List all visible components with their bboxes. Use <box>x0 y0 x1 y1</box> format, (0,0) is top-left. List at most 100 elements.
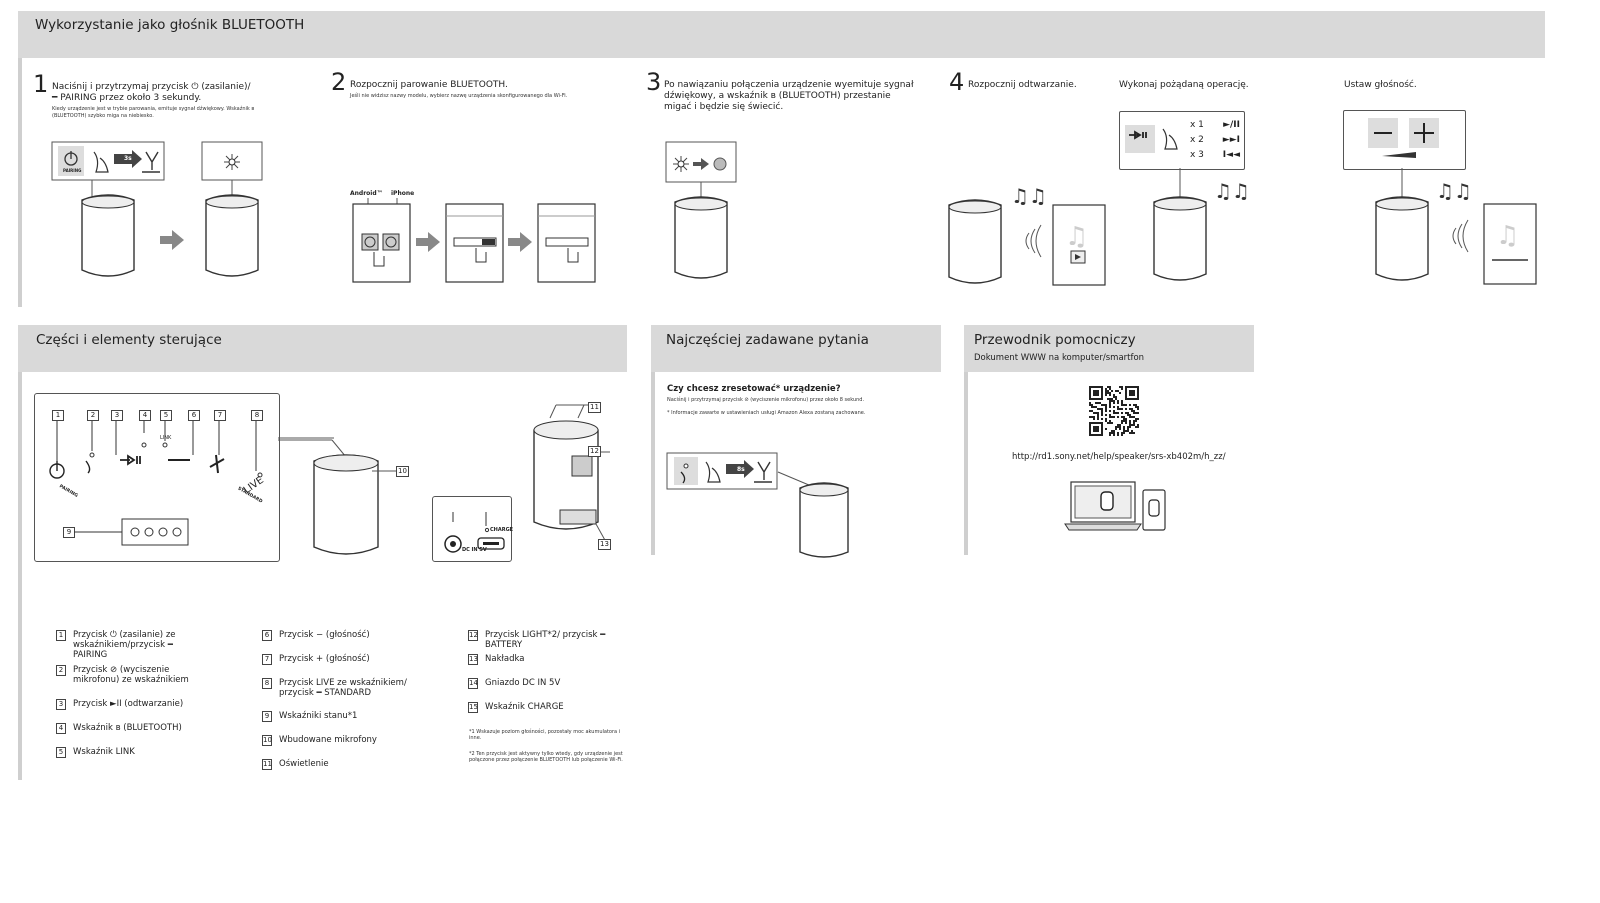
help-subtitle: Dokument WWW na komputer/smartfon <box>974 353 1145 363</box>
faq-question: Czy chcesz zresetować* urządzenie? <box>667 384 841 394</box>
step4-number: 4 <box>949 68 965 96</box>
callout-5: 5 <box>160 410 172 421</box>
step1-pairing-label: PAIRING <box>63 168 82 173</box>
legend-number: 13 <box>468 654 478 665</box>
legend-text: Wskaźnik CHARGE <box>485 702 564 712</box>
legend-text: Przycisk LIGHT*2/ przycisk ━ BATTERY <box>485 630 606 650</box>
legend-number: 6 <box>262 630 272 641</box>
step4-op-text: Wykonaj pożądaną operację. <box>1119 80 1249 90</box>
op-count: x 1 <box>1190 120 1204 130</box>
callout-2: 2 <box>87 410 99 421</box>
faq-answer: Naciśnij i przytrzymaj przycisk ⊘ (wycis… <box>667 397 865 403</box>
legend-number: 4 <box>56 723 66 734</box>
legend-item-15: 15 Wskaźnik CHARGE <box>468 702 618 713</box>
parts-footnote-2: *2 Ten przycisk jest aktywny tylko wtedy… <box>469 751 623 763</box>
parts-connector-drawing <box>444 512 505 553</box>
step1-number: 1 <box>33 70 49 98</box>
step1-timer: 3s <box>124 155 132 162</box>
legend-item-8: 8 Przycisk LIVE ze wskaźnikiem/ przycisk … <box>262 678 412 698</box>
legend-text: Wskaźniki stanu*1 <box>279 711 358 721</box>
legend-item-14: 14 Gniazdo DC IN 5V <box>468 678 618 689</box>
step4-volume-icons <box>1368 118 1439 158</box>
parts-connector-panel <box>432 496 512 562</box>
step3-number: 3 <box>646 68 662 96</box>
help-url-link[interactable]: http://rd1.sony.net/help/speaker/srs-xb4… <box>1012 452 1226 462</box>
svg-text:♫♫: ♫♫ <box>1214 179 1250 203</box>
legend-number: 11 <box>262 759 272 770</box>
faq-section-rule <box>651 372 655 555</box>
legend-number: 10 <box>262 735 272 746</box>
parts-speaker-front <box>278 439 396 555</box>
faq-section-title: Najczęściej zadawane pytania <box>666 332 869 348</box>
legend-text: Przycisk ⊘ (wyciszenie mikrofonu) ze wsk… <box>73 665 189 685</box>
legend-item-5: 5 Wskaźnik LINK <box>56 747 206 758</box>
help-qr-code[interactable] <box>1089 386 1139 436</box>
legend-number: 2 <box>56 665 66 676</box>
legend-number: 5 <box>56 747 66 758</box>
legend-text: Przycisk LIVE ze wskaźnikiem/ przycisk ━… <box>279 678 407 698</box>
legend-item-13: 13 Nakładka <box>468 654 618 665</box>
legend-number: 8 <box>262 678 272 689</box>
op-count: x 3 <box>1190 150 1204 160</box>
callout-12: 12 <box>588 446 601 457</box>
callout-6: 6 <box>188 410 200 421</box>
legend-number: 14 <box>468 678 478 689</box>
callout-10: 10 <box>396 466 409 477</box>
legend-text: Przycisk ⏻ (zasilanie) ze wskaźnikiem/pr… <box>73 630 176 660</box>
step1-note: Kiedy urządzenie jest w trybie parowania… <box>52 106 255 119</box>
legend-number: 1 <box>56 630 66 641</box>
parts-panel-drawing <box>49 421 334 546</box>
legend-text: Przycisk − (głośność) <box>279 630 370 640</box>
legend-item-10: 10 Wbudowane mikrofony <box>262 735 412 746</box>
step2-note: Jeśli nie widzisz nazwy modelu, wybierz … <box>350 93 568 99</box>
callout-4: 4 <box>139 410 151 421</box>
op-symbol: ►►I <box>1222 135 1240 145</box>
callout-13: 13 <box>598 539 611 550</box>
parts-link-label: LINK <box>160 435 172 441</box>
legend-item-2: 2 Przycisk ⊘ (wyciszenie mikrofonu) ze ws… <box>56 665 206 685</box>
legend-item-11: 11 Oświetlenie <box>262 759 412 770</box>
svg-text:♫♫: ♫♫ <box>1011 184 1047 208</box>
legend-text: Wbudowane mikrofony <box>279 735 377 745</box>
parts-dcin-label: DC IN 5V <box>462 547 487 553</box>
legend-number: 3 <box>56 699 66 710</box>
step4-volume-panel <box>1343 110 1466 170</box>
legend-item-1: 1 Przycisk ⏻ (zasilanie) ze wskaźnikiem/p… <box>56 630 206 660</box>
step4-ops-icons <box>1125 125 1178 153</box>
step1-illustration <box>51 141 263 277</box>
faq-header-band <box>651 325 941 372</box>
step4-play-illustration: ♫♫ ♫ <box>948 184 1106 286</box>
op-row: x 2►►I <box>1190 133 1240 148</box>
legend-text: Przycisk + (głośność) <box>279 654 370 664</box>
legend-text: Oświetlenie <box>279 759 329 769</box>
callout-11: 11 <box>588 402 601 413</box>
legend-text: Wskaźnik LINK <box>73 747 135 757</box>
legend-item-6: 6 Przycisk − (głośność) <box>262 630 412 641</box>
faq-note: * Informacje zawarte w ustawieniach usłu… <box>667 410 866 416</box>
legend-text: Gniazdo DC IN 5V <box>485 678 561 688</box>
help-header-band <box>964 325 1254 372</box>
step2-number: 2 <box>331 68 347 96</box>
parts-speaker-back <box>533 404 610 543</box>
step3-illustration <box>665 141 737 279</box>
faq-illustration <box>666 452 849 558</box>
parts-charge-label: CHARGE <box>490 527 514 533</box>
step4-vol-text: Ustaw głośność. <box>1344 80 1417 90</box>
step4-text: Rozpocznij odtwarzanie. <box>968 80 1077 90</box>
bluetooth-header-band <box>18 11 1545 58</box>
legend-text: Nakładka <box>485 654 525 664</box>
callout-8: 8 <box>251 410 263 421</box>
legend-number: 15 <box>468 702 478 713</box>
step2-illustration <box>352 198 596 283</box>
help-section-rule <box>964 372 968 555</box>
callout-3: 3 <box>111 410 123 421</box>
help-section-title: Przewodnik pomocniczy <box>974 332 1136 348</box>
bluetooth-section-rule <box>18 58 22 307</box>
step4-volume-illustration: ♫♫ ♫ <box>1375 168 1537 285</box>
